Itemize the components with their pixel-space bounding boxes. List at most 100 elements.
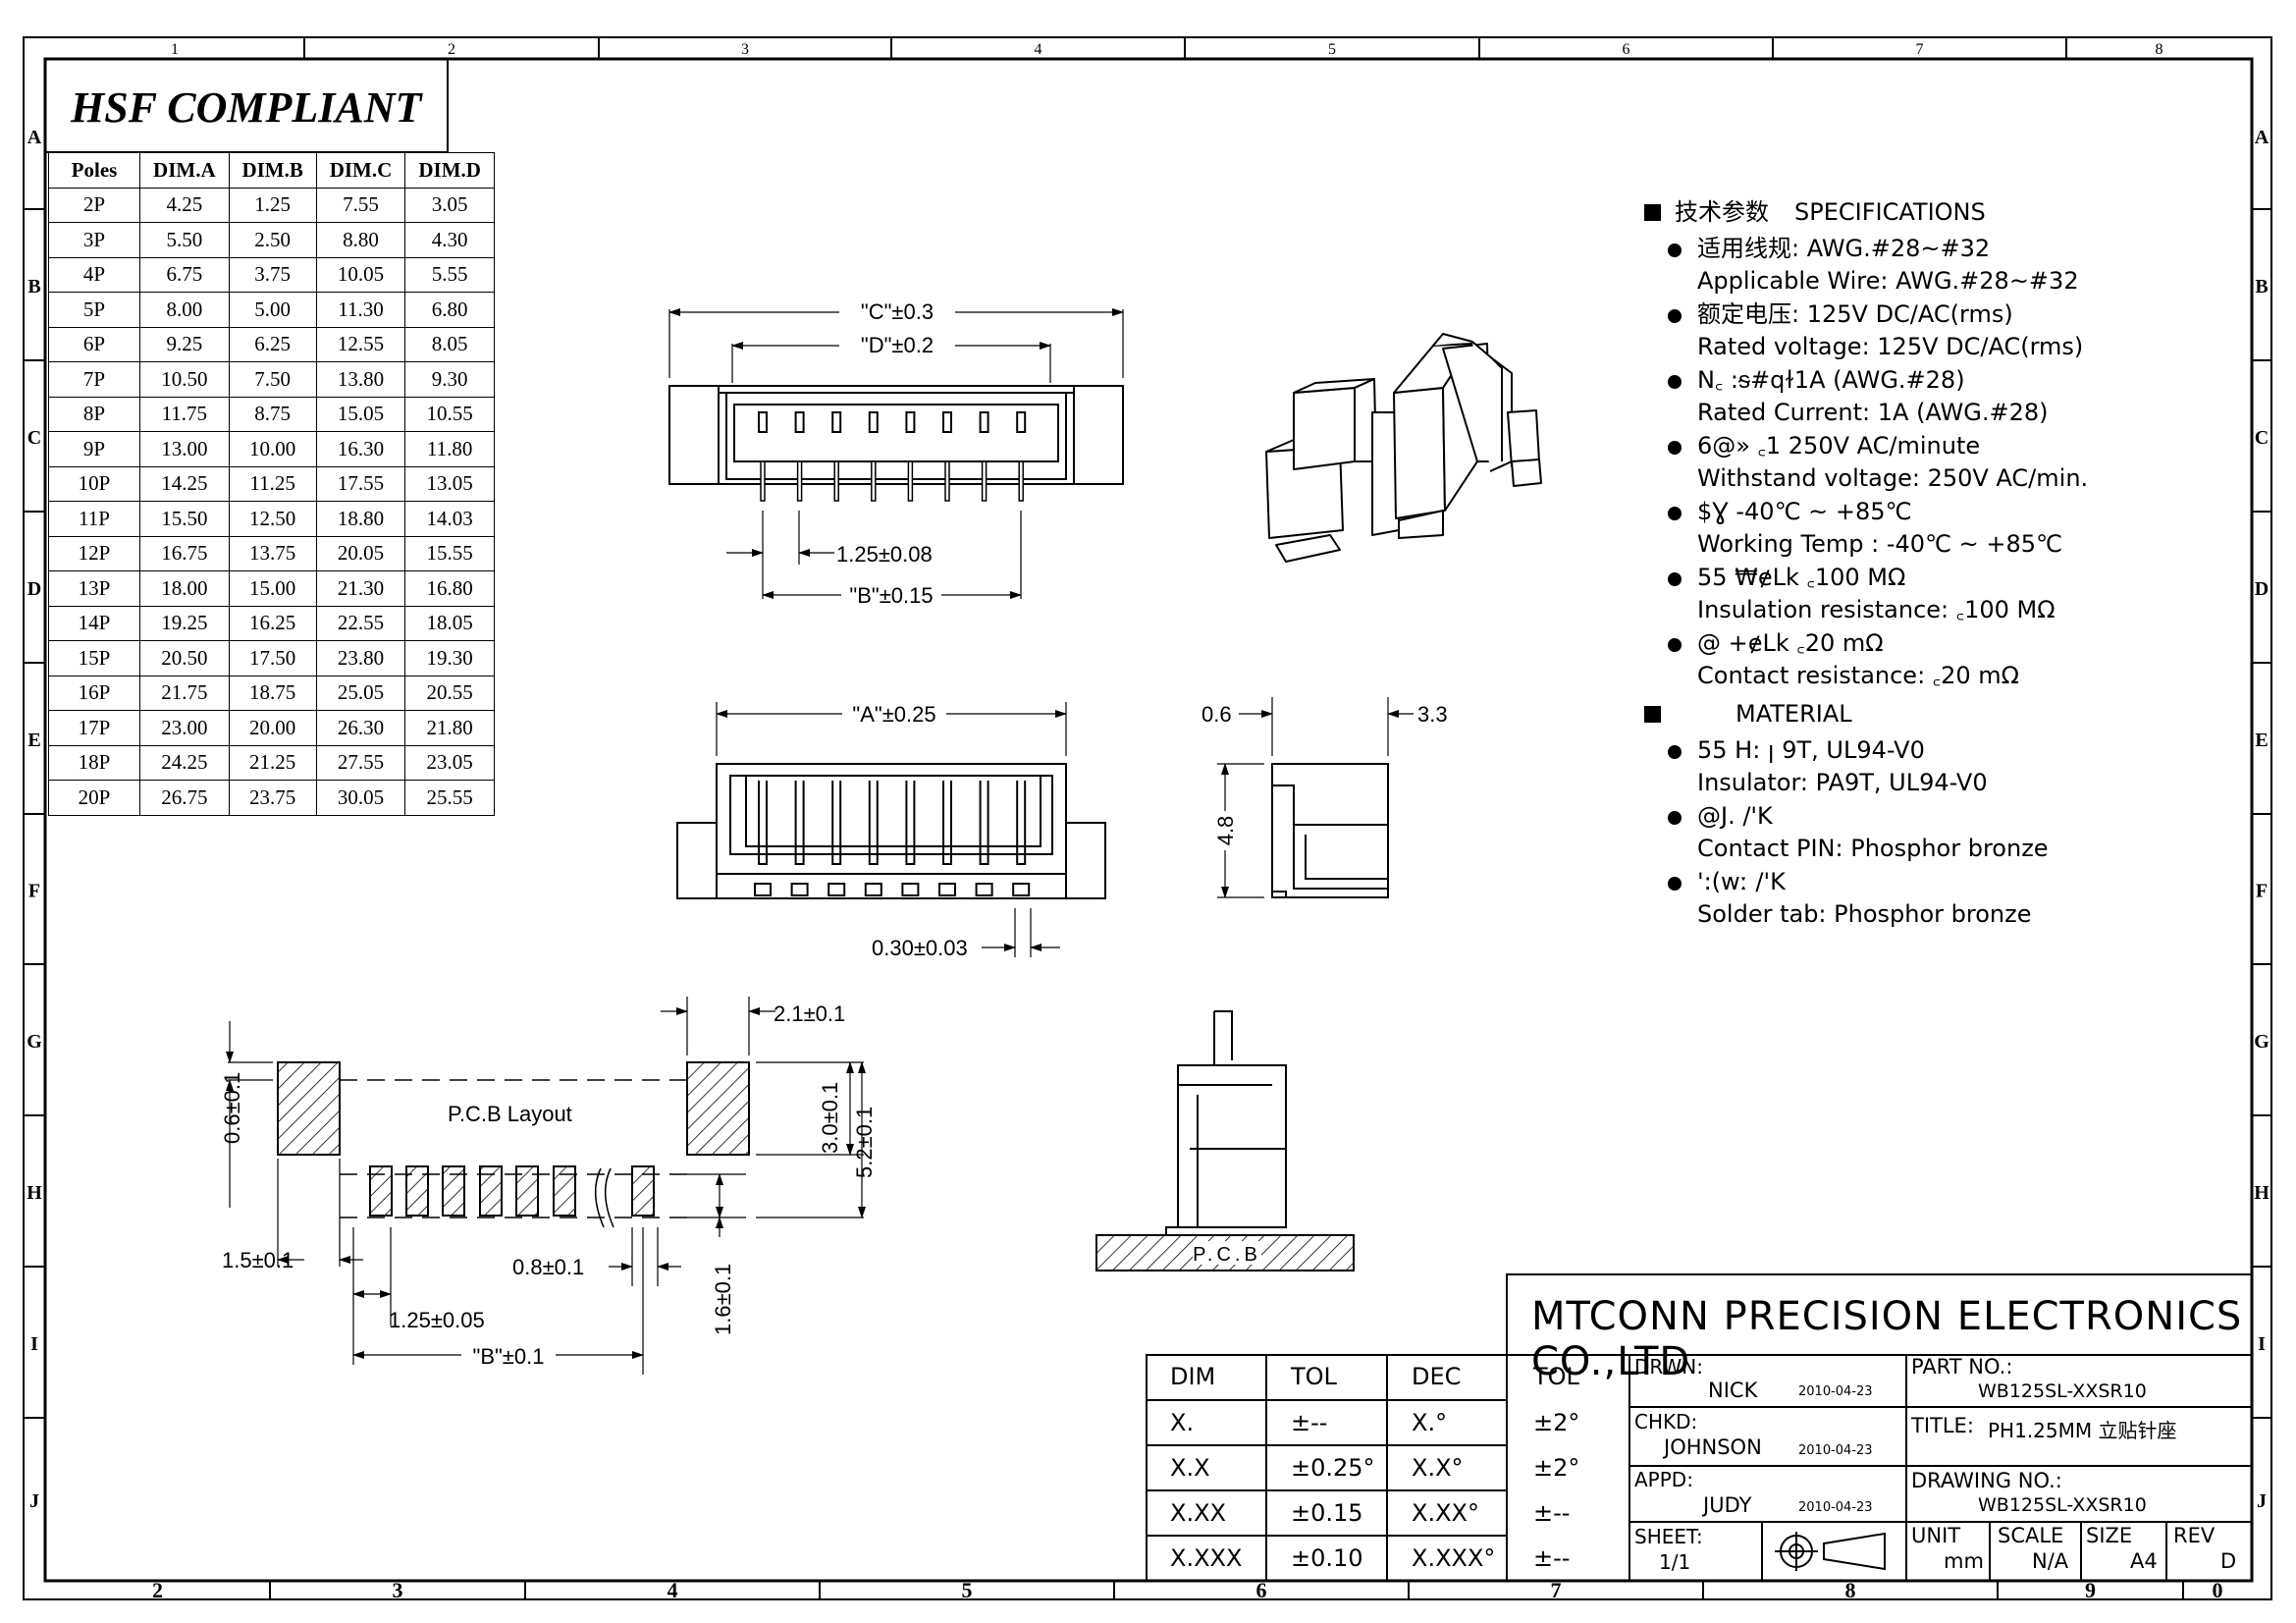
drwn-date: 2010-04-23 bbox=[1798, 1384, 1873, 1399]
back-view bbox=[676, 702, 1106, 957]
front-pin-lead bbox=[796, 460, 803, 502]
zone-row-label: C bbox=[27, 427, 41, 449]
spec-item: 额定电压: 125V DC/AC(rms)Rated voltage: 125V… bbox=[1644, 298, 2155, 363]
spec-line: @J. /'K bbox=[1697, 802, 1773, 830]
material-square-icon bbox=[1644, 706, 1661, 723]
dim-table-header: DIM.A bbox=[139, 152, 230, 189]
dim-table-cell: 17.50 bbox=[228, 640, 317, 676]
dim-table-cell: 20.00 bbox=[228, 710, 317, 746]
front-pin bbox=[905, 411, 916, 433]
dim-table-cell: 6.80 bbox=[404, 292, 495, 328]
chkd-date: 2010-04-23 bbox=[1798, 1443, 1873, 1458]
spec-line: ':(wː /'K bbox=[1697, 868, 1786, 895]
size-label: SIZE bbox=[2086, 1524, 2133, 1547]
back-pin-foot bbox=[754, 883, 772, 896]
spec-line: Withstand voltage: 250V AC/min. bbox=[1697, 464, 2089, 492]
zone-col-label-bottom: 8 bbox=[1845, 1578, 1856, 1602]
part-no-value: WB125SL-XXSR10 bbox=[1978, 1380, 2147, 1402]
spec-line: N꜀ ꞉ᵴ#qɫ1A (AWG.#28) bbox=[1697, 366, 1965, 394]
zone-col-label: 6 bbox=[1623, 41, 1630, 58]
zone-col-label-bottom: 5 bbox=[962, 1578, 973, 1602]
dim-table-cell: 1.25 bbox=[228, 187, 317, 223]
pcb-dim-125: 1.25±0.05 bbox=[389, 1308, 485, 1332]
dim-label-pin: 0.30±0.03 bbox=[872, 936, 968, 960]
bullet-icon bbox=[1668, 572, 1682, 586]
tol-cell: X.XX bbox=[1170, 1499, 1226, 1527]
dim-table-cell: 5.50 bbox=[139, 222, 230, 258]
spec-line: Applicable Wire: AWG.#28~#32 bbox=[1697, 267, 2079, 295]
back-pin-foot bbox=[828, 883, 846, 896]
pcb-pad bbox=[479, 1165, 503, 1217]
spec-header: 技术参数 SPECIFICATIONS bbox=[1644, 196, 2155, 229]
zone-row-label: D bbox=[27, 578, 41, 600]
front-pin bbox=[794, 411, 805, 433]
dim-table-cell: 10.55 bbox=[404, 396, 495, 432]
tol-header: DEC bbox=[1412, 1363, 1462, 1390]
dim-table-cell: 11.25 bbox=[228, 465, 317, 502]
dim-table-cell: 24.25 bbox=[139, 744, 230, 781]
bullet-icon bbox=[1668, 375, 1682, 389]
pcb-dim-30: 3.0±0.1 bbox=[818, 1082, 842, 1154]
dim-table-cell: 16.25 bbox=[228, 605, 317, 641]
bullet-icon bbox=[1668, 811, 1682, 825]
tol-cell: X.° bbox=[1412, 1409, 1448, 1436]
zone-ticks bbox=[24, 37, 2271, 1599]
hsf-title-box bbox=[44, 58, 449, 153]
spec-title-en: SPECIFICATIONS bbox=[1794, 198, 1986, 226]
pcb-dim-21: 2.1±0.1 bbox=[774, 1001, 845, 1026]
drwn-label: DRWN: bbox=[1634, 1355, 1703, 1379]
appd-label: APPD: bbox=[1634, 1468, 1693, 1491]
dim-table-cell: 14.25 bbox=[139, 465, 230, 502]
dim-table-cell: 17.55 bbox=[315, 465, 406, 502]
dim-table-cell: 25.55 bbox=[404, 780, 495, 816]
spec-square-icon bbox=[1644, 204, 1661, 221]
dim-label-pitch: 1.25±0.08 bbox=[836, 542, 933, 567]
spec-item: N꜀ ꞉ᵴ#qɫ1A (AWG.#28) Rated Current: 1A (A… bbox=[1644, 364, 2155, 429]
dim-table-cell: 23.05 bbox=[404, 744, 495, 781]
dim-table-cell: 23.80 bbox=[315, 640, 406, 676]
dim-table-cell: 27.55 bbox=[315, 744, 406, 781]
zone-row-label: A bbox=[27, 127, 42, 148]
material-title: MATERIAL bbox=[1735, 700, 1852, 728]
tol-cell: ±0.10 bbox=[1291, 1544, 1363, 1572]
dim-table-cell: 5.55 bbox=[404, 256, 495, 293]
zone-col-label: 3 bbox=[741, 41, 749, 58]
tol-cell: X.X bbox=[1170, 1454, 1210, 1482]
bullet-icon bbox=[1668, 243, 1682, 257]
drawing-no-value: WB125SL-XXSR10 bbox=[1978, 1494, 2147, 1516]
front-pin-lead bbox=[833, 460, 839, 502]
chkd-name: JOHNSON bbox=[1664, 1435, 1762, 1459]
dim-table-cell: 18.05 bbox=[404, 605, 495, 641]
pcb-dim-15: 1.5±0.1 bbox=[222, 1248, 294, 1272]
dim-label-side-w1: 0.6 bbox=[1201, 702, 1232, 727]
zone-col-label: 8 bbox=[2156, 41, 2163, 58]
dim-table-header: Poles bbox=[48, 152, 140, 189]
bullet-icon bbox=[1668, 309, 1682, 323]
dim-table-cell: 7P bbox=[48, 361, 140, 398]
dim-table-cell: 20.05 bbox=[315, 535, 406, 571]
drwn-name: NICK bbox=[1708, 1379, 1758, 1402]
zone-col-label: 2 bbox=[448, 41, 455, 58]
title-value: PH1.25MM 立贴针座 bbox=[1988, 1419, 2177, 1442]
spec-line: Rated Current: 1A (AWG.#28) bbox=[1697, 399, 2049, 426]
tol-cell: X. bbox=[1170, 1409, 1195, 1436]
dim-table-cell: 17P bbox=[48, 710, 140, 746]
dim-table-cell: 16.80 bbox=[404, 570, 495, 607]
front-pin bbox=[979, 411, 989, 433]
dim-table-cell: 25.05 bbox=[315, 675, 406, 711]
dim-table-cell: 3.05 bbox=[404, 187, 495, 223]
appd-name: JUDY bbox=[1703, 1493, 1752, 1517]
front-pin-lead bbox=[907, 460, 914, 502]
zone-col-label-bottom: 6 bbox=[1256, 1578, 1267, 1602]
dim-table-cell: 11.80 bbox=[404, 431, 495, 467]
